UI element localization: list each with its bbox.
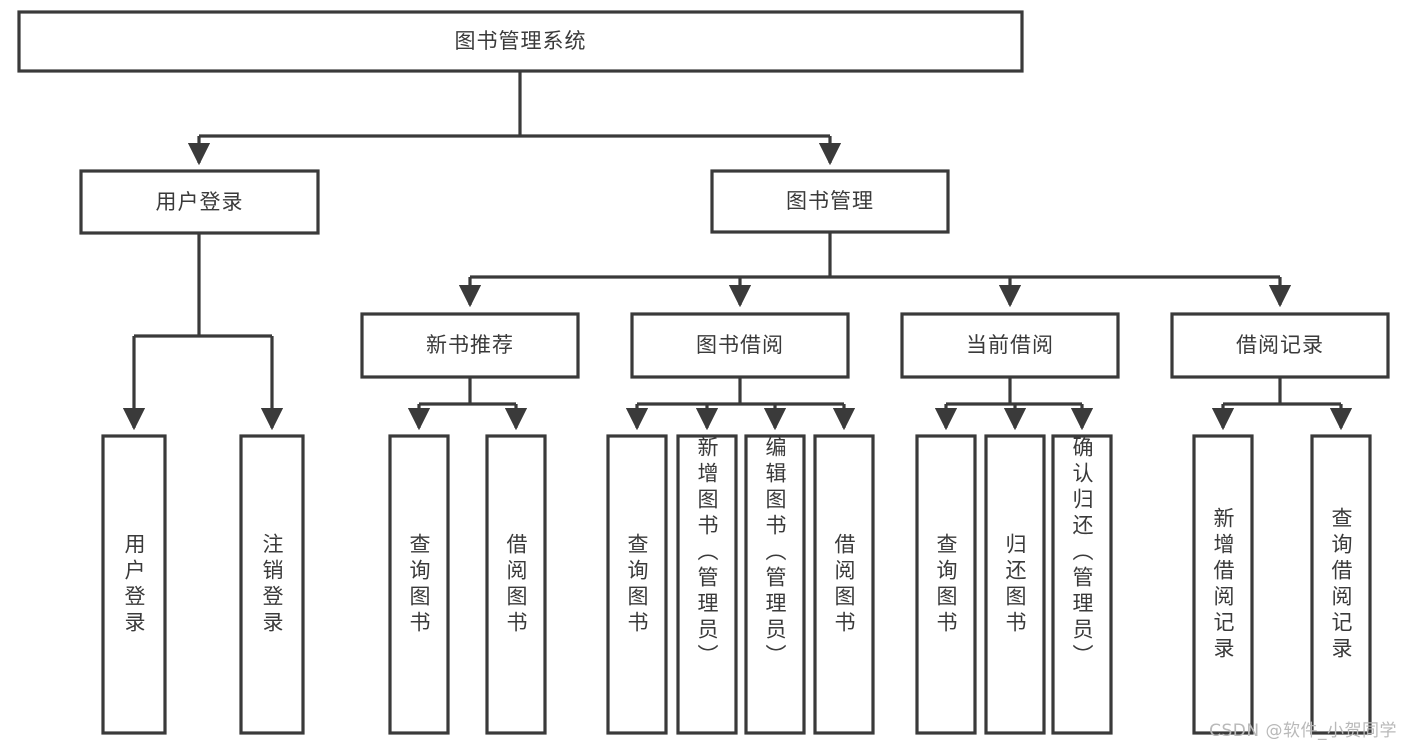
node-box-new-book-recommend [360, 312, 580, 379]
leaf-box [984, 434, 1046, 735]
leaf-box [813, 434, 875, 735]
node-box-current-borrow [900, 312, 1120, 379]
watermark: CSDN @软件_小贺同学 [1209, 721, 1397, 741]
leaf-box [606, 434, 668, 735]
node-box-root [17, 10, 1024, 73]
leaf-box [1051, 434, 1113, 735]
leaf-box [676, 434, 738, 735]
node-box-book-borrow [630, 312, 850, 379]
leaf-box [1310, 434, 1372, 735]
leaf-box [485, 434, 547, 735]
leaf-box [239, 434, 305, 735]
leaf-box [101, 434, 167, 735]
leaf-box [744, 434, 806, 735]
leaf-box [388, 434, 450, 735]
leaf-box [1192, 434, 1254, 735]
node-box-user-login [79, 169, 320, 235]
node-box-book-management [710, 169, 950, 234]
leaf-box [915, 434, 977, 735]
node-box-borrow-record [1170, 312, 1390, 379]
